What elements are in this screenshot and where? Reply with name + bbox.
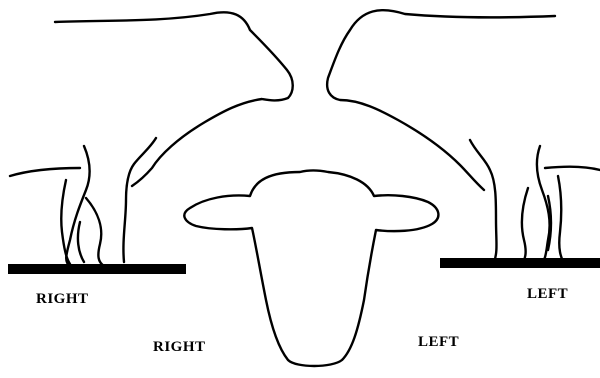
right-side-forequarter-outline xyxy=(55,12,293,186)
head-left-caption: LEFT xyxy=(418,334,459,351)
left-side-ground-bar xyxy=(440,258,600,268)
right-side-hindquarter-outline xyxy=(10,138,156,266)
left-side-forequarter-outline xyxy=(327,10,555,190)
right-side-ground-bar xyxy=(8,264,186,274)
front-head-outline xyxy=(184,171,438,367)
left-view-caption: LEFT xyxy=(527,286,568,303)
head-right-caption: RIGHT xyxy=(153,339,206,356)
right-view-caption: RIGHT xyxy=(36,291,89,308)
left-side-hindquarter-outline xyxy=(470,140,600,266)
